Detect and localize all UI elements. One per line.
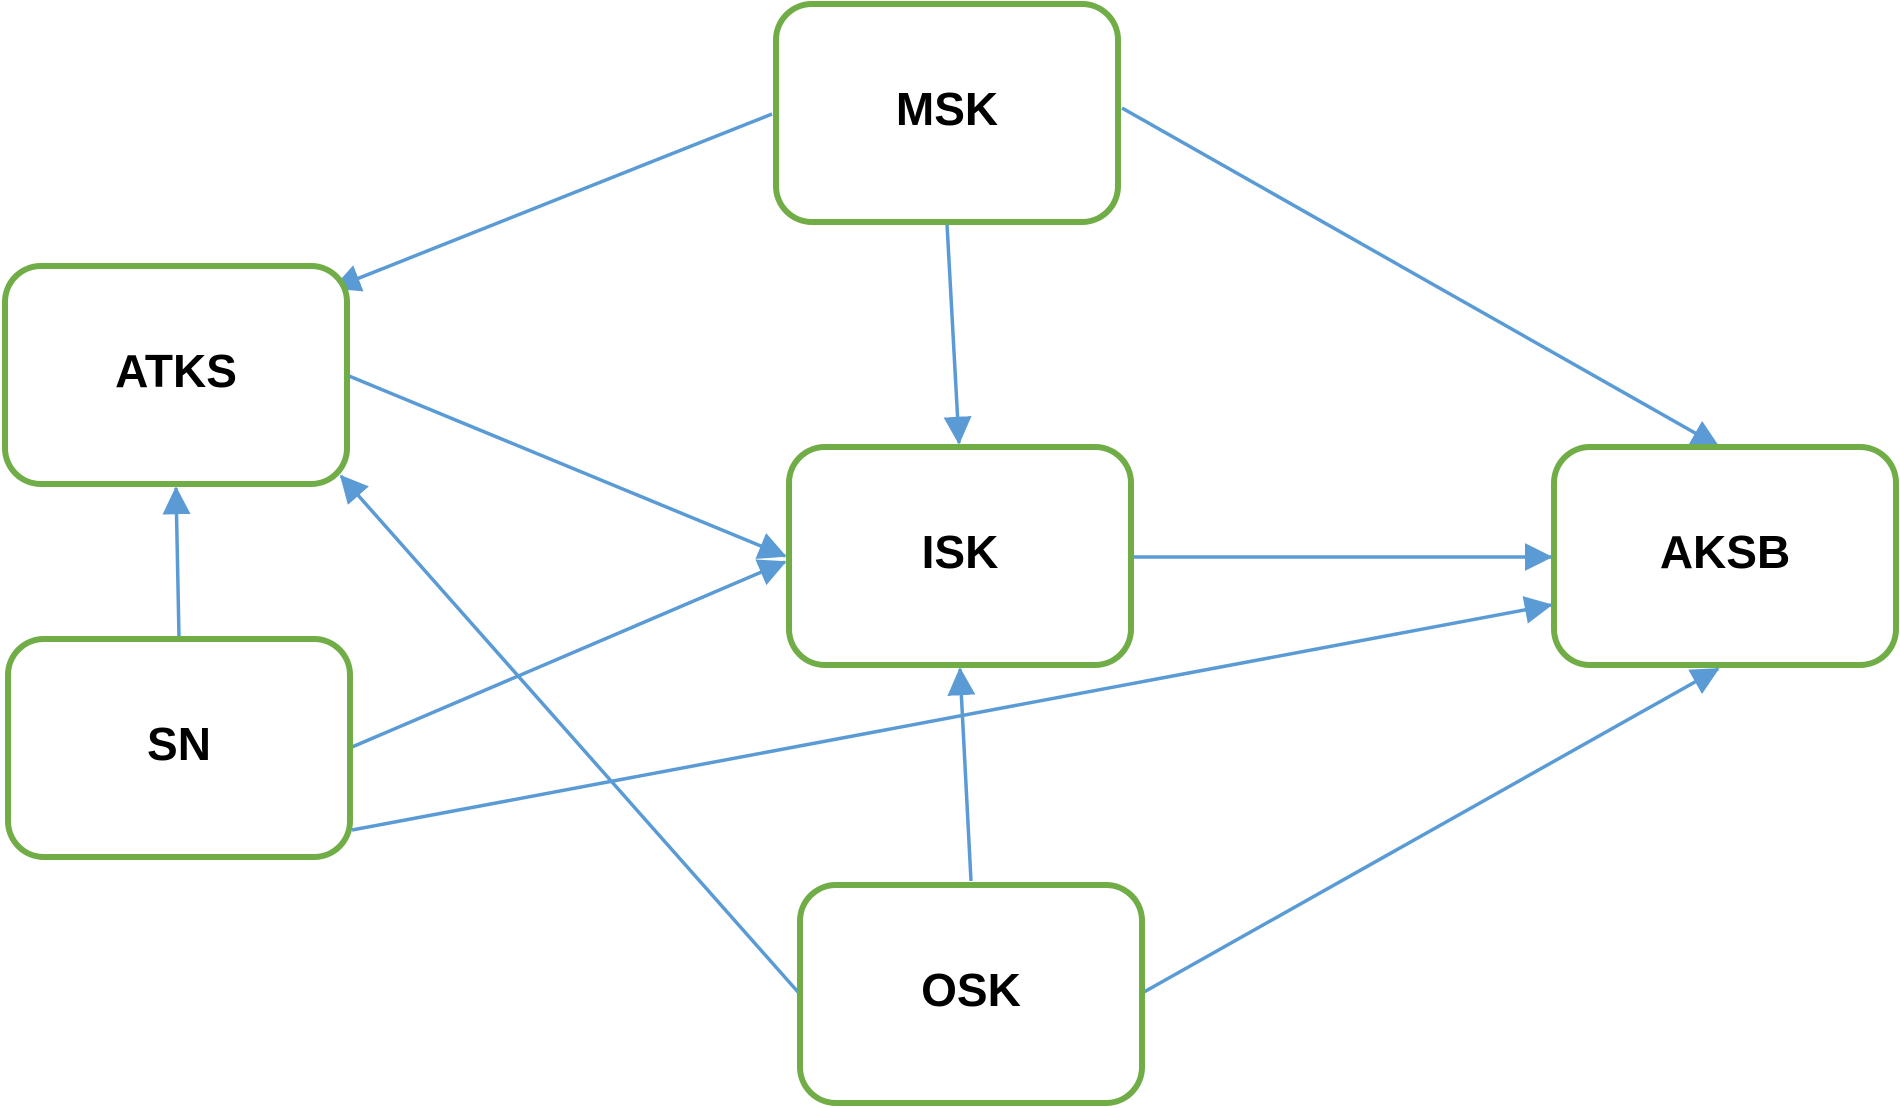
node-msk-label: MSK (896, 83, 998, 135)
node-atks-label: ATKS (115, 345, 237, 397)
edge-osk-to-atks (339, 474, 800, 994)
node-sn-label: SN (147, 718, 211, 770)
node-aksb-label: AKSB (1660, 526, 1790, 578)
edge-sn-to-aksb (351, 596, 1553, 832)
edge-msk-to-atks (332, 112, 773, 292)
edge-osk-to-isk (947, 667, 976, 882)
node-osk: OSK (797, 882, 1145, 1106)
node-sn: SN (5, 636, 353, 860)
node-isk-label: ISK (922, 526, 999, 578)
edge-sn-to-isk (351, 559, 787, 749)
edge-atks-to-isk (348, 374, 787, 559)
edge-msk-to-aksb (1121, 106, 1720, 448)
edge-osk-to-aksb (1143, 667, 1720, 994)
edge-msk-to-isk (943, 223, 972, 445)
node-aksb: AKSB (1551, 444, 1899, 668)
node-atks: ATKS (2, 263, 350, 487)
node-osk-label: OSK (921, 964, 1021, 1016)
node-msk: MSK (773, 1, 1121, 225)
edges-layer (162, 106, 1720, 994)
node-isk: ISK (786, 444, 1134, 668)
edge-sn-to-atks (162, 486, 191, 638)
